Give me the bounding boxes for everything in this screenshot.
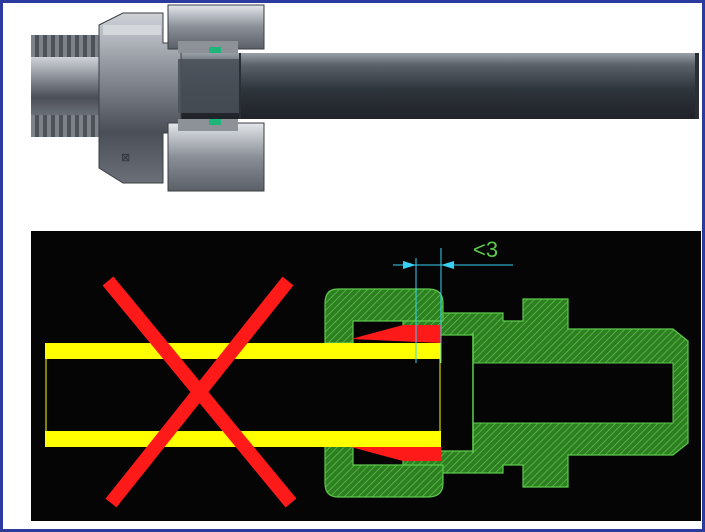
tube-edge <box>695 53 699 119</box>
ferrule-top <box>351 325 441 343</box>
ferrule-bottom <box>351 443 441 461</box>
union-nut-section <box>324 288 444 344</box>
fitting-cutaway-render: ⊠ <box>31 4 699 192</box>
nut-cut-face <box>178 41 238 53</box>
male-thread-bottom <box>31 115 101 137</box>
tube-wall-top <box>45 343 441 359</box>
fitting-hex-face <box>103 25 161 35</box>
cad-section-diagram: <3 <box>31 231 701 521</box>
dim-arrow-right <box>441 261 454 269</box>
union-nut-bottom <box>167 122 265 192</box>
red-x-incorrect-icon <box>102 276 297 508</box>
nut-cut-face-lower <box>178 119 238 131</box>
fitting-bore <box>472 362 674 424</box>
dim-arrow-left <box>403 261 416 269</box>
seal-ring-top <box>209 47 221 53</box>
union-nut-section-lower <box>324 442 444 498</box>
tube-body <box>178 53 698 119</box>
hex-marking: ⊠ <box>121 152 130 164</box>
seal-ring-bottom <box>209 119 221 125</box>
tube-inner-step <box>178 59 240 113</box>
male-thread <box>31 35 101 57</box>
dimension-label: <3 <box>473 237 498 262</box>
